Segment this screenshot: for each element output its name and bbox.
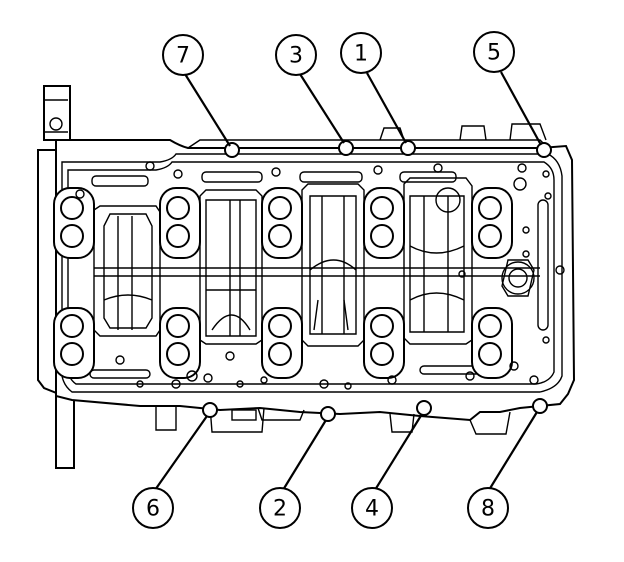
callout-3-label: 3 [289,44,303,69]
callout-7: 7 [162,34,204,76]
callout-1-label: 1 [354,42,368,67]
callout-4-label: 4 [365,497,379,522]
callout-6: 6 [132,487,174,529]
callout-5: 5 [473,31,515,73]
callout-8: 8 [467,487,509,529]
callout-1: 1 [340,32,382,74]
callout-2-label: 2 [273,497,287,522]
bolt-markers [202,140,552,422]
callout-2: 2 [259,487,301,529]
callout-4: 4 [351,487,393,529]
leader-lines [154,71,542,491]
callout-3: 3 [275,34,317,76]
engine-block [37,85,576,469]
callout-6-label: 6 [146,497,160,522]
callout-8-label: 8 [481,497,495,522]
callout-7-label: 7 [176,44,190,69]
callout-5-label: 5 [487,41,501,66]
